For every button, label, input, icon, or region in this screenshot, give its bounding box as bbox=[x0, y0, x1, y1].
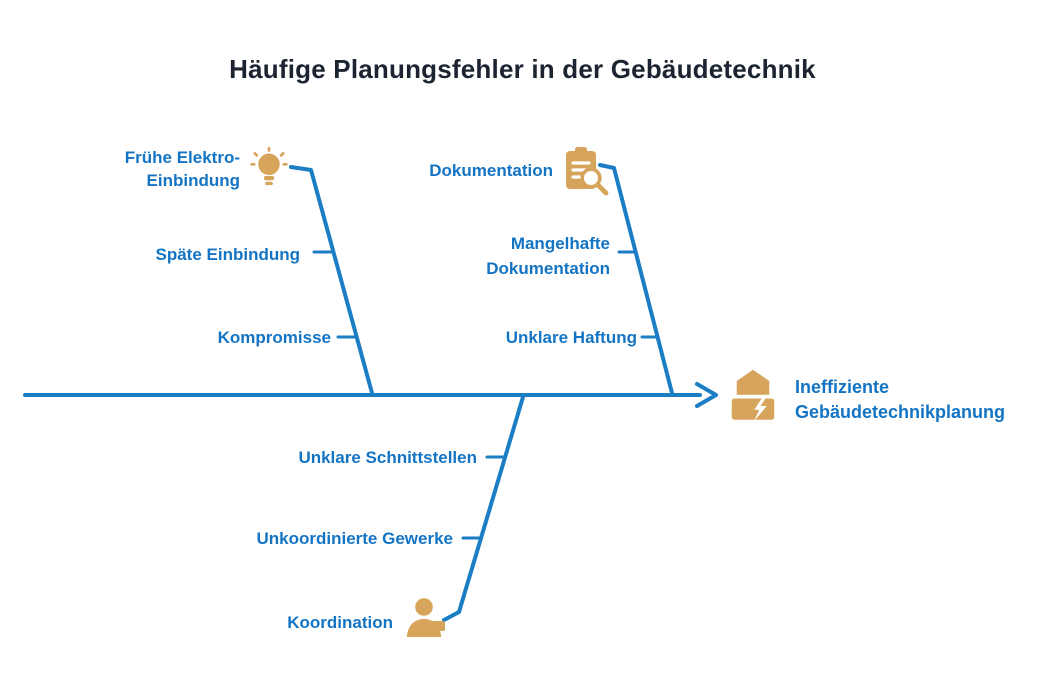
cause-label-spaete-einbindung: Späte Einbindung bbox=[155, 245, 301, 264]
branch-label-line: Frühe Elektro- bbox=[124, 148, 240, 167]
branch-label-dokumentation: Dokumentation bbox=[429, 161, 553, 180]
cause-label-unklare-schnittstellen: Unklare Schnittstellen bbox=[298, 448, 477, 467]
branch-label-line: Einbindung bbox=[146, 171, 240, 190]
cause-label-line: Mangelhafte bbox=[510, 234, 610, 253]
cause-label-line: Dokumentation bbox=[486, 259, 610, 278]
diagram-title: Häufige Planungsfehler in der Gebäudetec… bbox=[229, 54, 816, 84]
building-lightning-icon bbox=[723, 366, 783, 426]
cause-label-unkoordinierte-gewerke: Unkoordinierte Gewerke bbox=[256, 529, 453, 548]
branch-label-elektro-einbindung: Frühe Elektro- Einbindung bbox=[125, 146, 240, 192]
spine-arrowhead bbox=[695, 382, 718, 408]
branch-top-right bbox=[598, 163, 674, 395]
effect-label: Ineffiziente Gebäudetechnikplanung bbox=[795, 375, 1005, 425]
clipboard-magnifier-icon bbox=[556, 143, 612, 199]
lightbulb-icon bbox=[246, 146, 292, 196]
branch-top-left bbox=[289, 165, 374, 395]
coordination-person-icon bbox=[400, 594, 448, 648]
cause-label-unklare-haftung: Unklare Haftung bbox=[505, 328, 637, 347]
effect-label-line: Gebäudetechnikplanung bbox=[795, 402, 1006, 422]
cause-label-mangelhafte-dokumentation: Mangelhafte Dokumentation bbox=[486, 231, 610, 281]
branch-label-koordination: Koordination bbox=[287, 613, 393, 632]
cause-label-kompromisse: Kompromisse bbox=[217, 328, 331, 347]
effect-label-line: Ineffiziente bbox=[795, 377, 890, 397]
branch-bottom bbox=[442, 395, 525, 622]
